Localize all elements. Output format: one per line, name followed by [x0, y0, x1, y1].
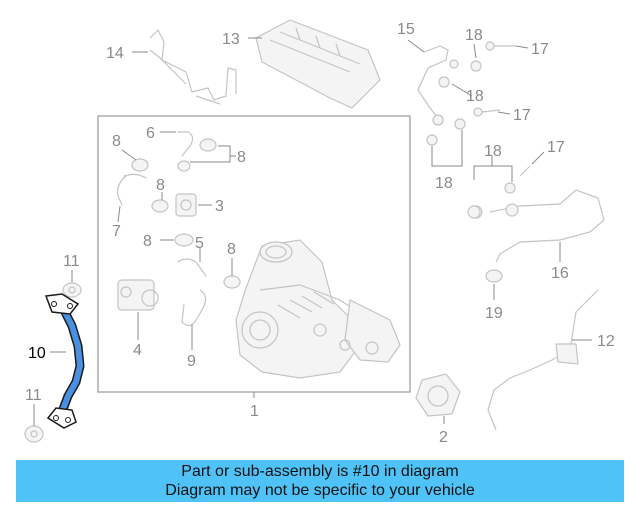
gasket-2-drawing [415, 373, 461, 417]
callout-8-a: 8 [112, 133, 121, 150]
leader-lines [33, 37, 592, 426]
bolts-17-drawing [473, 41, 531, 177]
callout-7: 7 [112, 223, 121, 240]
pipe-15-drawing [417, 45, 449, 119]
callout-10[interactable]: 10 [28, 345, 46, 362]
callout-8-d: 8 [143, 233, 152, 250]
callout-13: 13 [222, 31, 240, 48]
bracket-14-drawing [149, 28, 237, 101]
pipe-16-drawing [489, 189, 605, 263]
clamps-8-drawing [131, 138, 241, 289]
callout-5: 5 [195, 235, 204, 252]
callout-17-b: 17 [513, 107, 531, 124]
callout-12: 12 [597, 333, 615, 350]
hose-7-drawing [117, 173, 147, 206]
callout-19: 19 [485, 305, 503, 322]
callout-6: 6 [146, 125, 155, 142]
callout-8-c: 8 [156, 177, 165, 194]
pipe-12-drawing [487, 289, 599, 431]
callout-14: 14 [106, 45, 124, 62]
callout-8-e: 8 [227, 241, 236, 258]
heat-shield-13-drawing [255, 19, 381, 109]
hose-9-drawing [181, 289, 207, 327]
hose-6-drawing [177, 131, 194, 157]
callout-18-b: 18 [466, 88, 484, 105]
callout-4: 4 [133, 342, 142, 359]
banner-line-2: Diagram may not be specific to your vehi… [165, 482, 475, 499]
actuator-4-drawing [117, 279, 159, 311]
hose-5-drawing [177, 258, 207, 277]
callout-11-top: 11 [63, 253, 80, 270]
fitting-19-drawing [485, 269, 503, 283]
washers-18-drawing [426, 60, 516, 219]
turbocharger-drawing [235, 239, 401, 379]
callout-15: 15 [397, 21, 415, 38]
callout-17-c: 17 [547, 139, 565, 156]
pipe-10-highlighted[interactable] [44, 293, 85, 429]
callout-16: 16 [551, 265, 569, 282]
callout-17-a: 17 [531, 41, 549, 58]
callout-9: 9 [187, 353, 196, 370]
callout-18-a: 18 [465, 27, 483, 44]
valve-3-drawing [175, 193, 197, 217]
callout-18-c: 18 [435, 175, 453, 192]
gasket-11-top-drawing [62, 282, 82, 298]
banner-line-1: Part or sub-assembly is #10 in diagram [181, 463, 459, 480]
callout-18-d: 18 [484, 143, 502, 160]
callout-2: 2 [439, 429, 448, 446]
info-banner: Part or sub-assembly is #10 in diagram D… [16, 460, 624, 502]
callout-11-bottom: 11 [25, 387, 42, 404]
callout-3: 3 [215, 198, 224, 215]
gasket-11-bottom-drawing [24, 425, 44, 443]
callout-8-b: 8 [237, 149, 246, 166]
callout-1: 1 [250, 403, 259, 420]
